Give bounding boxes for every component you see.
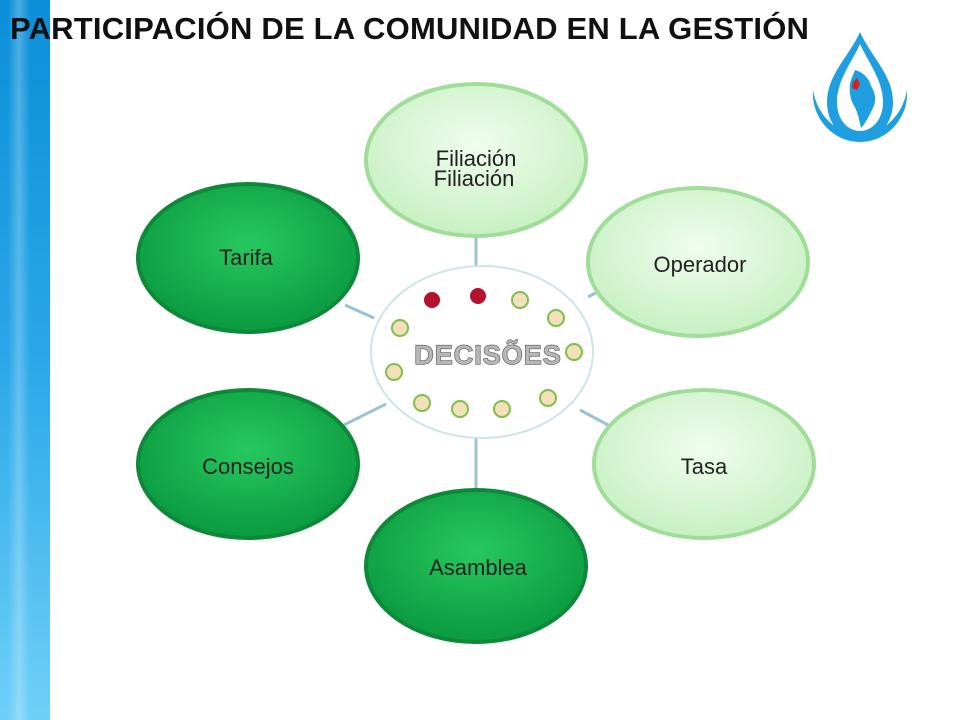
- node-label-overlay: Filiación: [434, 166, 515, 191]
- water-drop-map-logo-icon: [812, 32, 908, 142]
- connector-tarifa: [344, 303, 375, 320]
- node-tarifa: Tarifa: [136, 182, 360, 334]
- left-accent-bar: [0, 0, 50, 720]
- node-label: Operador: [654, 252, 747, 277]
- node-label: Tarifa: [219, 245, 274, 270]
- node-consejos: Consejos: [136, 388, 360, 540]
- node-label: Filiación: [436, 146, 517, 171]
- hub: DECISÕES: [370, 265, 594, 439]
- node-label: Asamblea: [429, 555, 528, 580]
- node-label: Consejos: [202, 454, 294, 479]
- node-asamblea: Asamblea: [364, 488, 588, 644]
- node-filiacion: Filiación Filiación: [364, 82, 588, 238]
- node-label: Tasa: [681, 454, 728, 479]
- connector-tasa: [579, 408, 609, 427]
- hub-label: DECISÕES: [414, 339, 562, 370]
- connector-consejos: [341, 402, 387, 428]
- people-circle-icon: [385, 288, 583, 418]
- node-operador: Operador: [586, 186, 810, 338]
- slide-title: PARTICIPACIÓN DE LA COMUNIDAD EN LA GEST…: [10, 11, 810, 46]
- node-tasa: Tasa: [592, 388, 816, 540]
